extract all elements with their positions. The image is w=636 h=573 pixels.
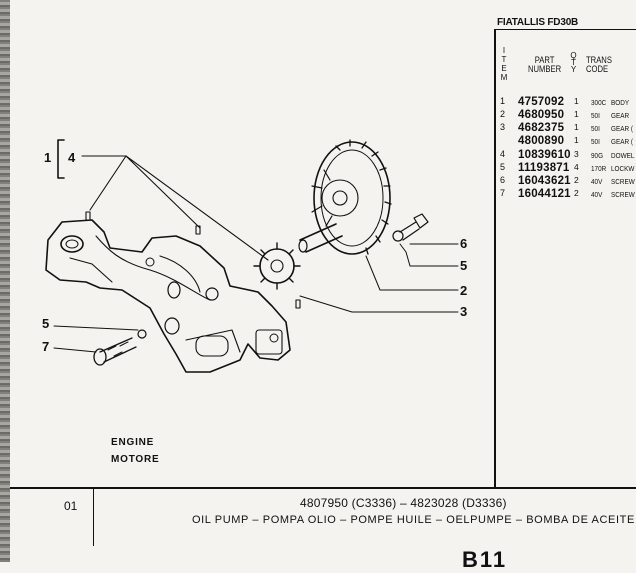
part-desc: SCREW (611, 190, 635, 199)
part-item: 5 (500, 162, 506, 172)
part-desc: BODY (611, 98, 630, 107)
part-qty: 2 (574, 175, 579, 185)
callout-5-left: 5 (42, 316, 50, 331)
page-number: 01 (64, 499, 78, 513)
part-code: 50I (591, 111, 600, 120)
part-number: 4800890 (518, 135, 565, 147)
part-qty: 4 (574, 162, 579, 172)
part-number: 4680950 (518, 109, 565, 121)
model-codes: 4807950 (C3336) – 4823028 (D3336) (300, 496, 507, 510)
part-qty: 1 (574, 122, 579, 132)
callout-6: 6 (460, 236, 468, 251)
part-number: 16044121 (518, 188, 571, 200)
multilingual-title: OIL PUMP – POMPA OLIO – POMPE HUILE – OE… (192, 514, 635, 526)
part-code: 90G (591, 151, 604, 160)
part-code: 40V (591, 190, 603, 199)
scan-edge (0, 0, 10, 562)
callout-3: 3 (460, 304, 468, 319)
callout-2: 2 (460, 283, 468, 298)
part-desc: DOWEL (611, 151, 635, 160)
part-item: 3 (500, 122, 506, 132)
brand-header: FIATALLIS FD30B (497, 17, 579, 28)
page-reference: B11 (462, 547, 508, 572)
part-item: 4 (500, 149, 506, 159)
part-code: 50I (591, 137, 600, 146)
section-label: ENGINE MOTORE (111, 437, 160, 465)
parts-list-divider (494, 30, 496, 487)
part-item: 6 (500, 175, 506, 185)
part-number: 4757092 (518, 96, 565, 108)
callout-1: 1 (44, 150, 52, 165)
part-qty: 2 (574, 188, 579, 198)
part-desc: GEAR (611, 111, 630, 120)
part-code: 170R (591, 164, 607, 173)
part-qty: 1 (574, 109, 579, 119)
part-qty: 1 (574, 96, 579, 106)
part-desc: LOCKW (611, 164, 635, 173)
part-item: 7 (500, 188, 506, 198)
part-desc: GEAR ( (611, 124, 633, 133)
callout-7: 7 (42, 339, 50, 354)
part-number: 11193871 (518, 162, 570, 174)
oil-pump-exploded-drawing (45, 139, 459, 373)
part-number: 4682375 (518, 122, 565, 134)
footer-rule (10, 487, 636, 489)
callout-4: 4 (68, 150, 76, 165)
part-item: 2 (500, 109, 506, 119)
callout-5-right: 5 (460, 258, 468, 273)
part-desc: SCREW (611, 177, 635, 186)
part-number: 16043621 (518, 175, 571, 187)
part-code: 50I (591, 124, 600, 133)
part-item: 1 (500, 96, 506, 106)
header-rule (494, 29, 636, 30)
part-code: 300C (591, 98, 607, 107)
part-number: 10839610 (518, 149, 571, 161)
part-qty: 3 (574, 149, 579, 159)
footer-divider (93, 488, 94, 546)
part-qty: 1 (574, 135, 579, 145)
part-desc: GEAR ( (611, 137, 633, 146)
part-code: 40V (591, 177, 603, 186)
